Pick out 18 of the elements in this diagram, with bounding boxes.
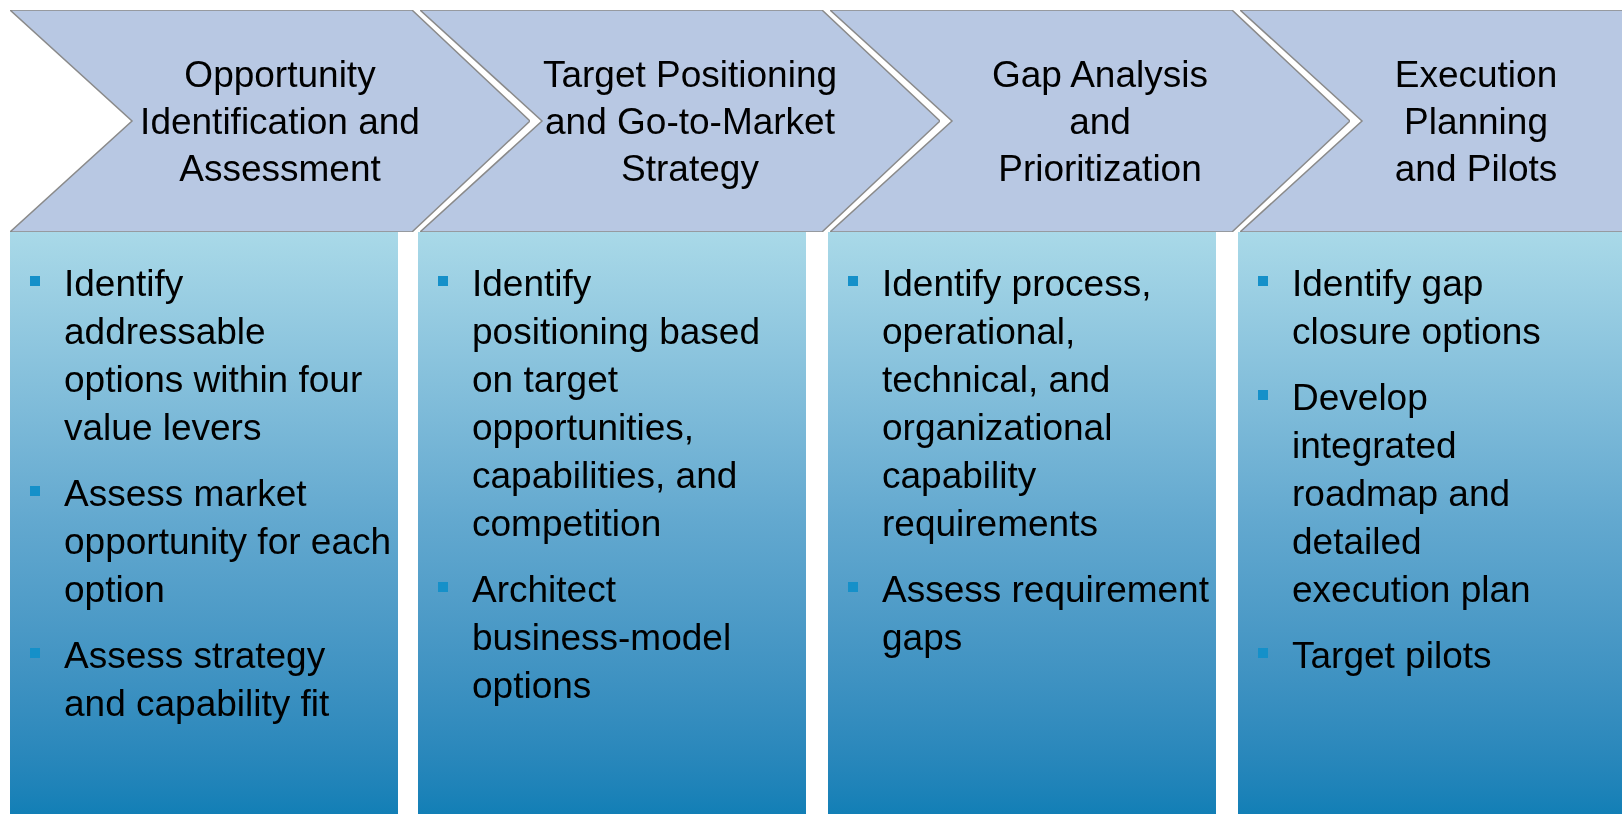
bullet-text: Assess strategy and capability fit xyxy=(64,634,331,726)
phase-title: Target Positioning and Go-to-Market Strategy xyxy=(541,52,839,191)
bullet-text: Develop integrated roadmap and detailed execution plan xyxy=(1292,376,1532,612)
bullet-text: Assess market opportunity for each option xyxy=(64,472,392,612)
column-panel xyxy=(828,232,1216,814)
phase-title: Gap Analysis and Prioritization xyxy=(991,52,1209,191)
bullet-text: Identify addressable options within four value levers xyxy=(64,262,364,450)
bullet-text: Architect business-model options xyxy=(472,568,733,708)
bullet-text: Identify gap closure options xyxy=(1292,262,1542,354)
phase-title: Execution Planning and Pilots xyxy=(1393,52,1559,191)
bullet-text: Target pilots xyxy=(1292,634,1492,678)
column-panel xyxy=(1238,232,1622,814)
column-panel xyxy=(418,232,806,814)
bullet-text: Assess requirement gaps xyxy=(882,568,1210,660)
bullet-text: Identify process, operational, technical, and organizational capability requirements xyxy=(882,262,1153,546)
column-panel xyxy=(10,232,398,814)
bullet-text: Identify positioning based on target opportunities, capabilities, and competition xyxy=(472,262,761,546)
phase-title: Opportunity Identification and Assessment xyxy=(139,52,421,191)
